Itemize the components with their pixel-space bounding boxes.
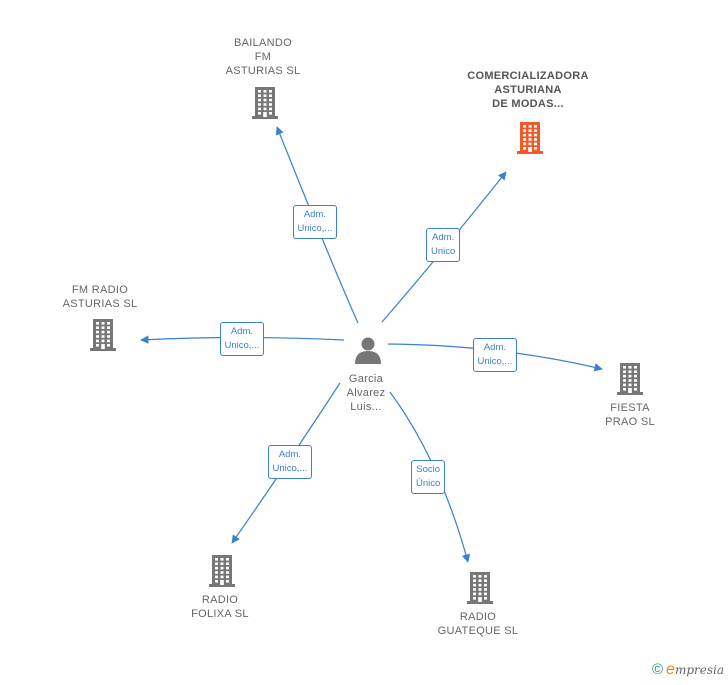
company-node-guateque[interactable] [465,571,495,610]
company-label-guateque[interactable]: RADIO GUATEQUE SL [437,611,519,637]
company-label-fmradio[interactable]: FM RADIO ASTURIAS SL [62,284,138,310]
company-label-comercializadora[interactable]: COMERCIALIZADORA ASTURIANA DE MODAS... [467,70,589,110]
edge-label-folixa[interactable]: Adm. Unico,... [267,445,313,479]
edge-label-bailando[interactable]: Adm. Unico,... [292,205,338,239]
edge-label-comercializadora[interactable]: Adm. Unico [426,228,461,262]
building-icon [209,555,235,587]
company-node-folixa[interactable] [207,554,237,593]
person-icon [355,337,381,364]
company-label-bailando[interactable]: BAILANDO FM ASTURIAS SL [225,37,301,77]
building-icon [467,572,493,604]
edge-to-bailando [275,126,359,324]
edge-label-fiesta[interactable]: Adm. Unico,... [472,338,518,372]
brand-name: mpresia [674,663,724,677]
edge-label-guateque[interactable]: Socio Único [411,460,446,494]
footer-brand: ©empresia [652,661,724,679]
company-node-fmradio[interactable] [88,318,118,357]
person-node[interactable] [353,335,383,370]
company-node-comercializadora[interactable] [515,121,545,160]
copyright-icon: © [651,661,664,678]
company-node-fiesta[interactable] [615,362,645,401]
edge-label-fmradio[interactable]: Adm. Unico,... [219,322,265,356]
company-node-bailando[interactable] [250,86,280,125]
company-label-fiesta[interactable]: FIESTA PRAO SL [605,402,655,428]
building-icon [517,122,543,154]
building-icon [617,363,643,395]
company-label-folixa[interactable]: RADIO FOLIXA SL [191,594,249,620]
person-label[interactable]: Garcia Alvarez Luis... [346,373,386,413]
building-icon [90,319,116,351]
building-icon [252,87,278,119]
brand-logo-initial: e [666,661,675,678]
